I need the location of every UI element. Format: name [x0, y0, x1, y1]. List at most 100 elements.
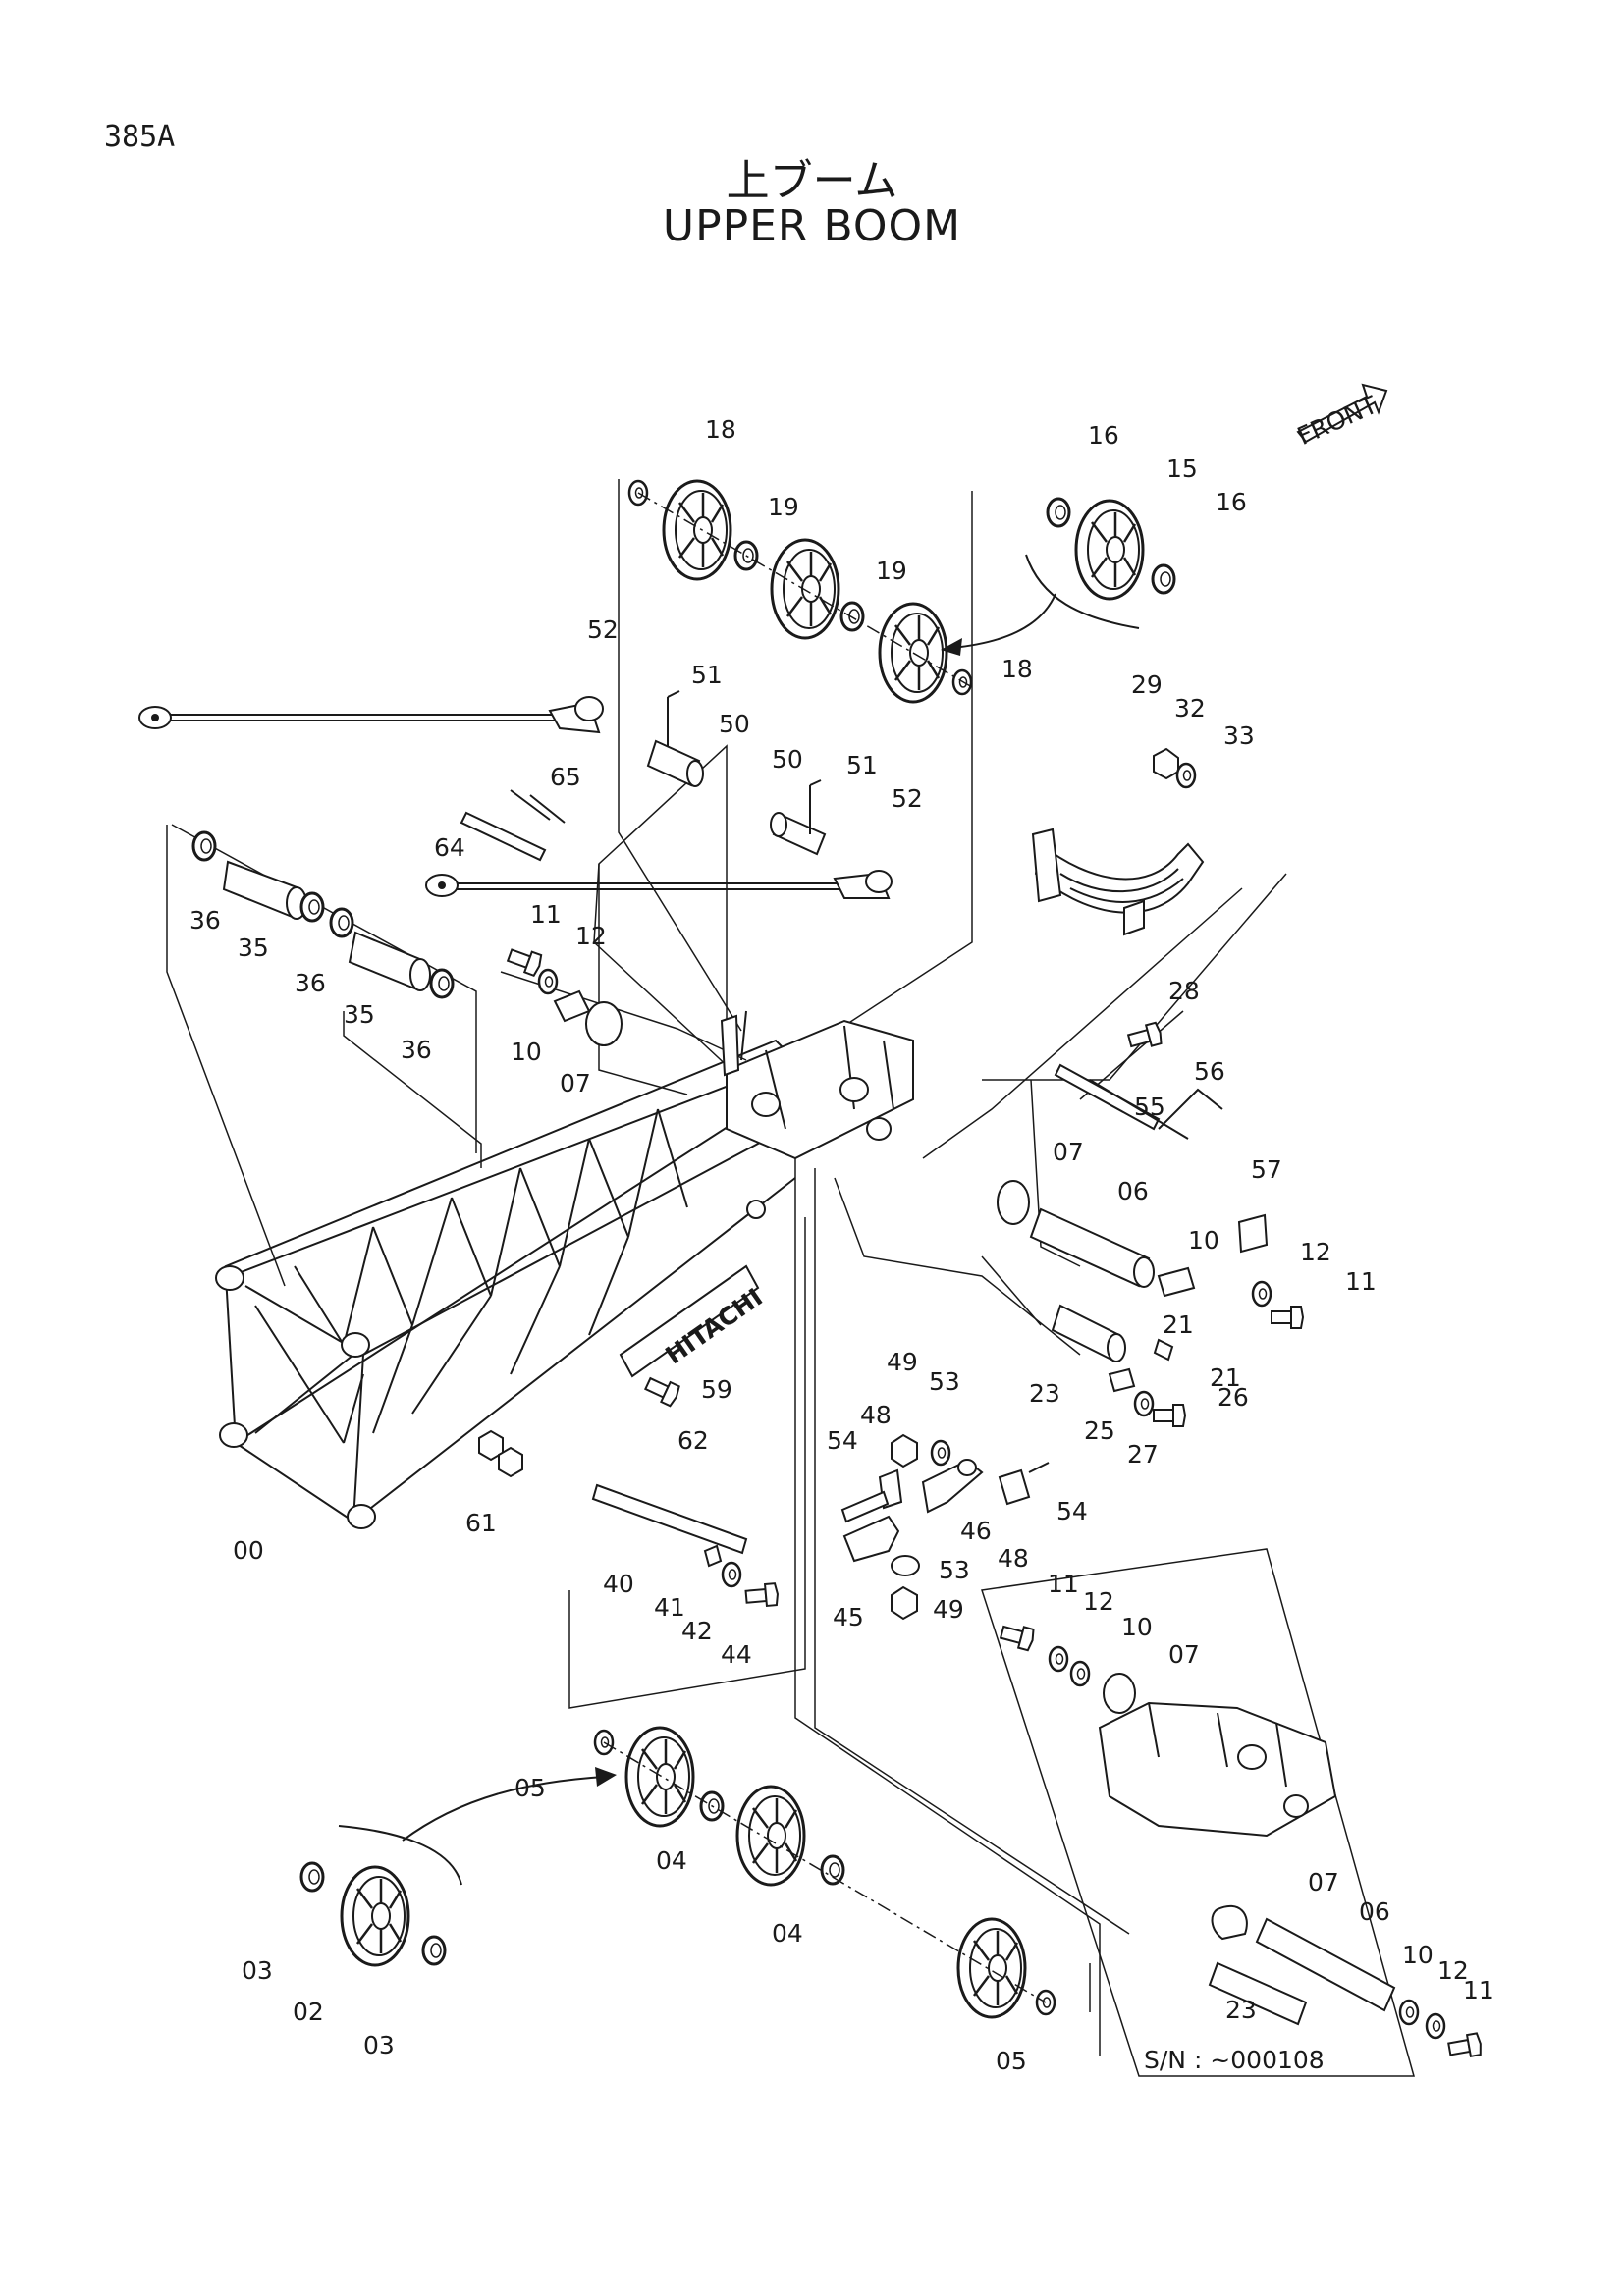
- front-arrow-icon: FRONT: [1293, 383, 1388, 452]
- callout-32: 32: [1174, 694, 1206, 722]
- callout-65: 65: [550, 763, 581, 791]
- callout-28: 28: [1168, 977, 1200, 1005]
- callout-49: 49: [933, 1595, 964, 1624]
- pins-55-56: [1054, 1021, 1269, 1254]
- callout-48: 48: [860, 1401, 892, 1429]
- callout-52: 52: [892, 784, 923, 813]
- callout-06: 06: [1117, 1177, 1149, 1205]
- callout-35: 35: [238, 934, 269, 962]
- pins-50-51: [646, 690, 827, 856]
- callout-05: 05: [514, 1774, 546, 1802]
- callout-57: 57: [1251, 1155, 1282, 1184]
- callout-40: 40: [603, 1570, 634, 1598]
- leader-lines: [166, 479, 1287, 2056]
- bracket-29: [1031, 747, 1205, 936]
- callout-10: 10: [1402, 1941, 1434, 1969]
- callout-36: 36: [295, 969, 326, 997]
- callout-12: 12: [1437, 1956, 1469, 1985]
- tie-cables: [138, 696, 893, 899]
- callout-41: 41: [654, 1593, 685, 1622]
- callout-55: 55: [1134, 1093, 1165, 1121]
- top-sheave-group: [627, 479, 973, 704]
- callout-04: 04: [656, 1846, 687, 1875]
- rollers-35-36: [191, 830, 455, 999]
- callout-62: 62: [677, 1426, 709, 1455]
- pins-06-07-right: [997, 1180, 1304, 1329]
- callout-64: 64: [434, 833, 465, 862]
- callout-51: 51: [846, 751, 878, 779]
- linkage-45-54: [840, 1433, 1050, 1621]
- hitachi-nameplate: HITACHI: [619, 1264, 768, 1409]
- callout-00: 00: [233, 1536, 264, 1565]
- callout-53: 53: [929, 1367, 960, 1396]
- pin-23-group: [1051, 1304, 1186, 1427]
- pin-40-group: [591, 1483, 780, 1609]
- callout-16: 16: [1216, 488, 1247, 516]
- callout-18: 18: [705, 415, 736, 444]
- callout-29: 29: [1131, 670, 1163, 699]
- callout-36: 36: [401, 1036, 432, 1064]
- callout-06: 06: [1359, 1897, 1390, 1926]
- callout-50: 50: [772, 745, 803, 774]
- callout-56: 56: [1194, 1057, 1225, 1086]
- callout-46: 46: [960, 1517, 992, 1545]
- callout-42: 42: [681, 1617, 713, 1645]
- callout-54: 54: [1056, 1497, 1088, 1525]
- fasteners-upper-left: [505, 943, 623, 1046]
- callout-03: 03: [242, 1956, 273, 1985]
- title-english: UPPER BOOM: [662, 201, 962, 251]
- callout-10: 10: [1188, 1226, 1219, 1255]
- callout-12: 12: [1300, 1238, 1331, 1266]
- callout-11: 11: [1345, 1267, 1377, 1296]
- callout-15: 15: [1166, 454, 1198, 483]
- callout-11: 11: [530, 900, 562, 929]
- callout-35: 35: [344, 1000, 375, 1029]
- page-code: 385A: [104, 120, 176, 154]
- callout-07: 07: [1308, 1868, 1339, 1896]
- callout-07: 07: [1053, 1138, 1084, 1166]
- title-japanese: 上ブーム: [726, 156, 898, 206]
- callout-12: 12: [575, 922, 607, 950]
- callout-59: 59: [701, 1375, 732, 1404]
- callout-05: 05: [996, 2047, 1027, 2075]
- serial-inset: S/N : ~000108: [981, 1548, 1484, 2077]
- callout-07: 07: [1168, 1640, 1200, 1669]
- callout-36: 36: [189, 906, 221, 934]
- callout-10: 10: [511, 1038, 542, 1066]
- callout-50: 50: [719, 710, 750, 738]
- callout-11: 11: [1048, 1570, 1079, 1598]
- sheave-15-group: [941, 497, 1176, 656]
- callout-25: 25: [1084, 1416, 1115, 1445]
- callout-23: 23: [1029, 1379, 1060, 1408]
- callout-51: 51: [691, 661, 723, 689]
- callout-27: 27: [1127, 1440, 1159, 1468]
- callout-52: 52: [587, 615, 619, 644]
- callout-21: 21: [1163, 1310, 1194, 1339]
- callout-48: 48: [998, 1544, 1029, 1573]
- callout-45: 45: [833, 1603, 864, 1631]
- callout-07: 07: [560, 1069, 591, 1097]
- callout-33: 33: [1223, 721, 1255, 750]
- callout-44: 44: [721, 1640, 752, 1669]
- serial-note: S/N : ~000108: [1144, 2046, 1325, 2074]
- callout-10: 10: [1121, 1613, 1153, 1641]
- callout-54: 54: [827, 1426, 858, 1455]
- callout-12: 12: [1083, 1587, 1114, 1616]
- boom-head: [720, 1010, 914, 1219]
- front-label: FRONT: [1293, 391, 1381, 452]
- callout-61: 61: [465, 1509, 497, 1537]
- boom-lattice-frame: [215, 1039, 797, 1529]
- callout-21: 21: [1210, 1363, 1241, 1392]
- callout-11: 11: [1463, 1976, 1494, 2004]
- callout-49: 49: [887, 1348, 918, 1376]
- sheave-02-group: [299, 1767, 617, 1967]
- bottom-sheave-group: [593, 1726, 1056, 2019]
- callout-23: 23: [1225, 1996, 1257, 2024]
- callout-19: 19: [876, 557, 907, 585]
- callout-53: 53: [939, 1556, 970, 1584]
- callout-16: 16: [1088, 421, 1119, 450]
- callout-03: 03: [363, 2031, 395, 2059]
- callout-26: 26: [1218, 1383, 1249, 1412]
